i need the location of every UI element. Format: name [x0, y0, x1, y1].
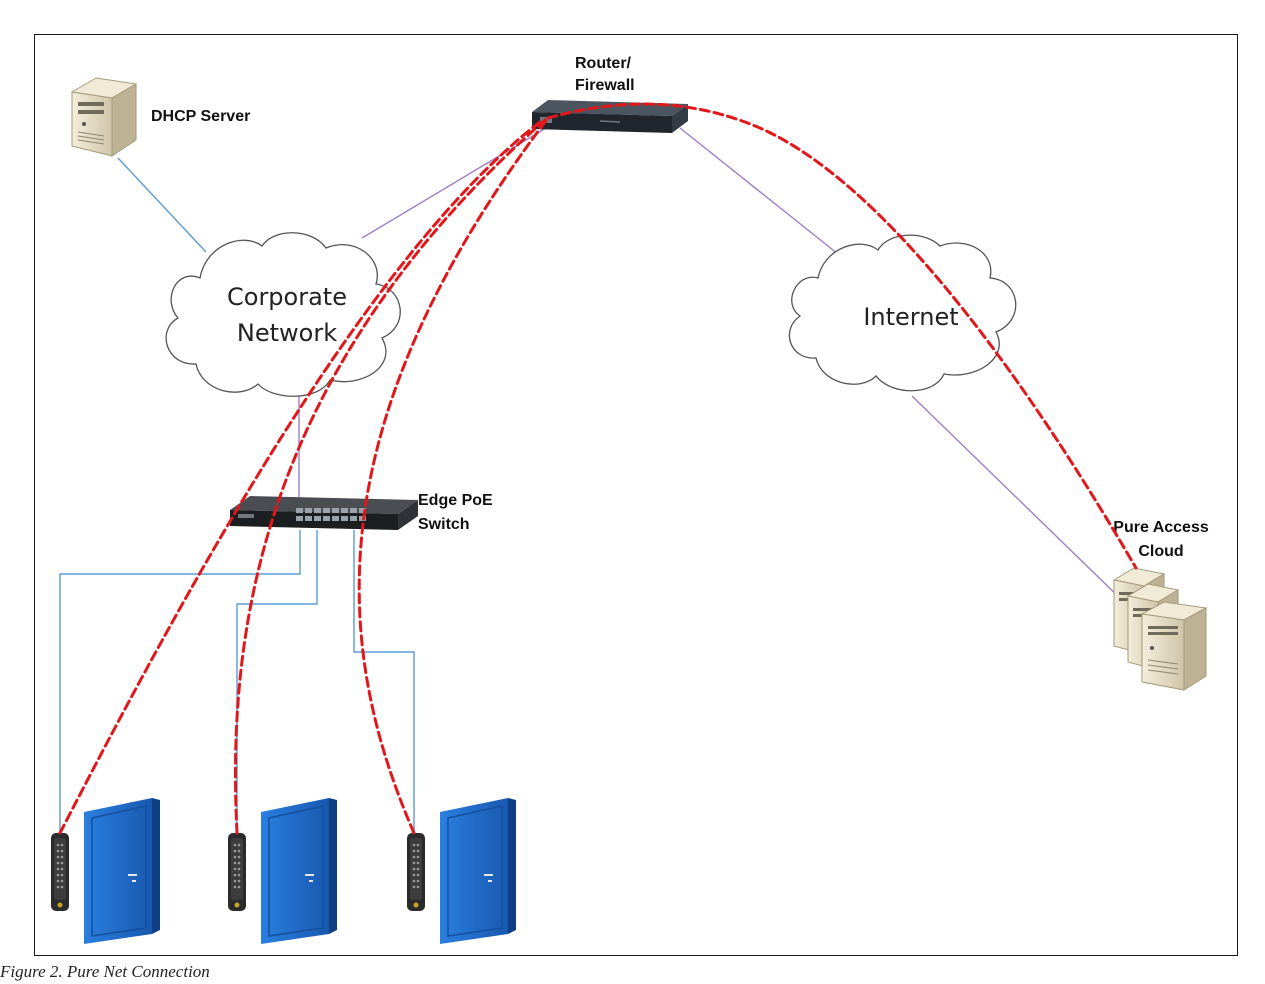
router-label-line2: Firewall	[575, 77, 635, 94]
server-tower-icon	[70, 77, 138, 157]
switch-label-line2: Switch	[418, 516, 470, 533]
keypad-reader-icon	[228, 833, 246, 911]
network-links	[59, 127, 1127, 835]
corporate-network-node[interactable]: Corporate Network	[165, 232, 401, 397]
edge-switch-node[interactable]: Edge PoE Switch	[230, 492, 493, 533]
corporate-label-line2: Network	[237, 319, 337, 347]
pure-access-label-line1: Pure Access	[1113, 519, 1209, 536]
keypad-reader-icon	[407, 833, 425, 911]
data-path-door2	[233, 118, 547, 835]
data-path-router-cloud	[546, 102, 1138, 570]
link-switch-door2	[236, 530, 318, 835]
router-label-line1: Router/	[575, 55, 632, 72]
dhcp-server-label: DHCP Server	[151, 108, 250, 125]
pure-access-cloud-node[interactable]: Pure Access Cloud	[1112, 519, 1209, 691]
server-cluster-icon	[1112, 567, 1208, 691]
router-node[interactable]: Router/ Firewall	[532, 55, 688, 133]
door-icon	[440, 798, 516, 944]
door-2[interactable]	[228, 798, 337, 944]
door-3[interactable]	[407, 798, 516, 944]
data-path-door1	[58, 120, 542, 835]
network-switch-icon	[230, 496, 418, 530]
link-dhcp-corporate	[117, 157, 207, 253]
data-paths	[58, 102, 1138, 835]
link-switch-door3	[353, 530, 415, 835]
internet-node[interactable]: Internet	[788, 234, 1017, 392]
switch-label-line1: Edge PoE	[418, 492, 493, 509]
link-corporate-router	[361, 127, 547, 239]
door-icon	[261, 798, 337, 944]
link-internet-pureaccess	[911, 395, 1127, 605]
data-path-door3	[357, 116, 550, 835]
corporate-label-line1: Corporate	[227, 283, 347, 311]
link-router-internet	[679, 127, 839, 255]
figure-caption: Figure 2. Pure Net Connection	[0, 962, 210, 981]
dhcp-server-node[interactable]: DHCP Server	[70, 77, 250, 157]
keypad-reader-icon	[51, 833, 69, 911]
pure-access-label-line2: Cloud	[1138, 543, 1183, 560]
door-1[interactable]	[51, 798, 160, 944]
door-icon	[84, 798, 160, 944]
internet-label: Internet	[863, 303, 958, 331]
link-switch-door1	[59, 530, 301, 835]
cloud-icon	[165, 232, 401, 397]
cloud-icon	[788, 234, 1017, 392]
